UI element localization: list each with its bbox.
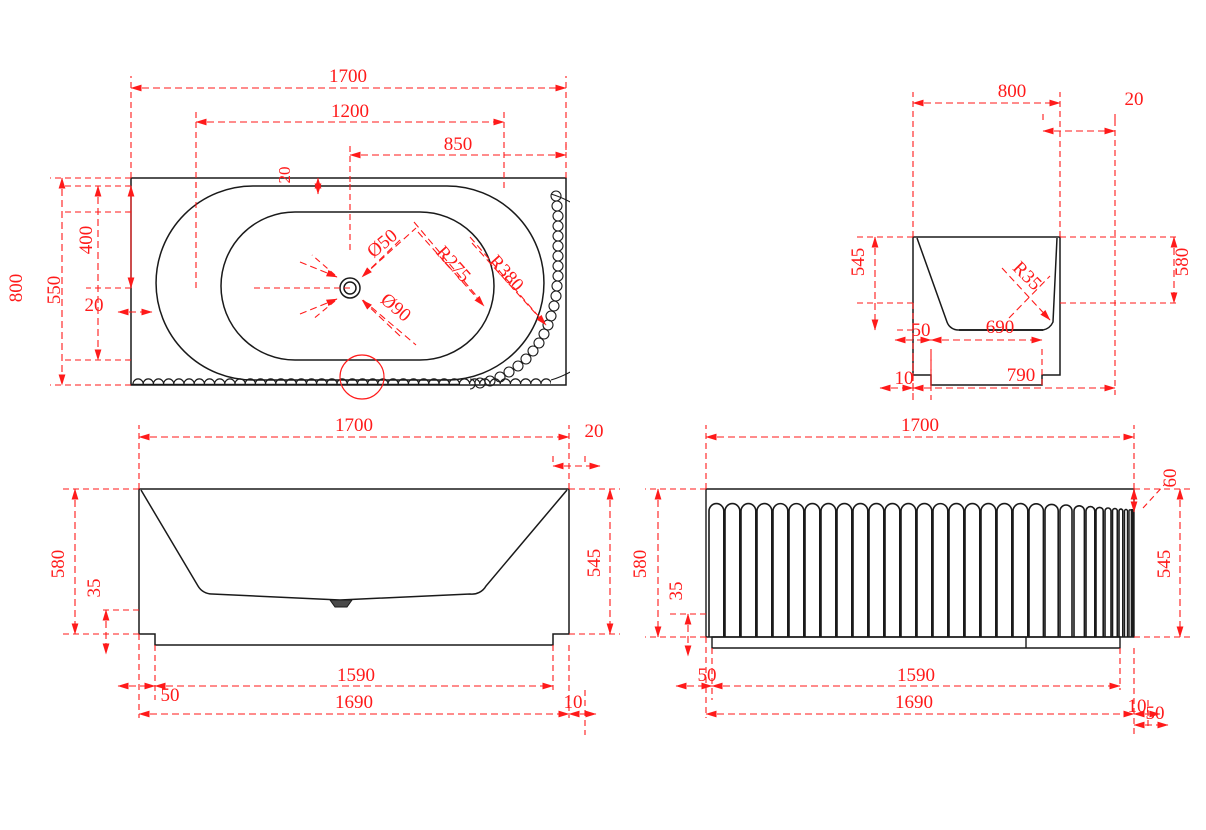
dim-label-580-sec: 580 bbox=[1172, 248, 1193, 277]
dim-label-545-front: 545 bbox=[584, 549, 605, 578]
dim-label-580-rear: 580 bbox=[630, 550, 651, 579]
dim-label-850-plan: 850 bbox=[444, 134, 473, 155]
dim-label-50-rear-right: 50 bbox=[1146, 703, 1165, 724]
dim-label-790-sec: 790 bbox=[1007, 365, 1036, 386]
dim-label-20-sec: 20 bbox=[1125, 89, 1144, 110]
dim-label-20-plan-top: 20 bbox=[275, 167, 294, 184]
ext-lines bbox=[50, 76, 1190, 735]
dim-label-1700-rear: 1700 bbox=[901, 415, 939, 436]
dim-label-1590-front: 1590 bbox=[337, 665, 375, 686]
plan-view-geometry bbox=[130, 177, 570, 390]
front-drain-bump bbox=[329, 599, 353, 608]
dim-label-580-front: 580 bbox=[48, 550, 69, 579]
dim-label-10-rear: 10 bbox=[1128, 696, 1147, 717]
dim-label-50-rear-left: 50 bbox=[698, 665, 717, 686]
rear-flute-group bbox=[708, 502, 1135, 637]
dim-label-20-front: 20 bbox=[585, 421, 604, 442]
plan-flute-scallops-bottom bbox=[131, 378, 551, 385]
dim-label-1690-front: 1690 bbox=[335, 692, 373, 713]
dim-label-60-rear: 60 bbox=[1160, 469, 1181, 488]
lead-dia50 bbox=[361, 239, 401, 278]
dim-label-r35-sec: R35 bbox=[1008, 257, 1045, 294]
lead-r380 bbox=[471, 242, 547, 326]
dim-label-800-plan: 800 bbox=[6, 274, 27, 303]
dim-label-10-front: 10 bbox=[564, 692, 583, 713]
lead-dia90b bbox=[299, 298, 338, 315]
dim-label-400-plan: 400 bbox=[76, 226, 97, 255]
dim-label-35-rear: 35 bbox=[666, 582, 687, 601]
lead-dia50b bbox=[299, 261, 338, 278]
dim-label-550-plan: 550 bbox=[44, 276, 65, 305]
dim-label-800-sec: 800 bbox=[998, 81, 1027, 102]
lead-r35-sec bbox=[1001, 267, 1051, 321]
dim-label-dia50: Ø50 bbox=[363, 225, 402, 262]
plan-flute-scallops-corner bbox=[470, 190, 570, 390]
plan-detail-circle bbox=[339, 354, 385, 400]
dim-label-dia90: Ø90 bbox=[376, 289, 415, 326]
lead-dia90 bbox=[361, 299, 401, 337]
lead-r275 bbox=[417, 231, 485, 307]
dim-label-1590-rear: 1590 bbox=[897, 665, 935, 686]
dim-label-1700-front: 1700 bbox=[335, 415, 373, 436]
dim-label-1690-rear: 1690 bbox=[895, 692, 933, 713]
dim-label-545-sec: 545 bbox=[848, 248, 869, 277]
plan-outer-outline bbox=[130, 177, 567, 386]
detail-circles bbox=[339, 354, 385, 400]
dim-label-50-sec: 50 bbox=[912, 320, 931, 341]
dim-label-20-plan-left: 20 bbox=[85, 295, 104, 316]
dim-label-1200-plan: 1200 bbox=[331, 101, 369, 122]
dim-label-35-front: 35 bbox=[84, 579, 105, 598]
dim-lines bbox=[58, 84, 1184, 729]
dim-label-50-front: 50 bbox=[161, 685, 180, 706]
dim-label-r275: R275 bbox=[432, 242, 475, 287]
dim-label-1700-plan: 1700 bbox=[329, 66, 367, 87]
dim-label-690-sec: 690 bbox=[986, 317, 1015, 338]
plan-bowl-inner bbox=[220, 211, 495, 361]
dim-label-545-rear: 545 bbox=[1154, 550, 1175, 579]
dim-label-r380: R380 bbox=[485, 251, 528, 296]
dim-label-10-sec: 10 bbox=[895, 368, 914, 389]
